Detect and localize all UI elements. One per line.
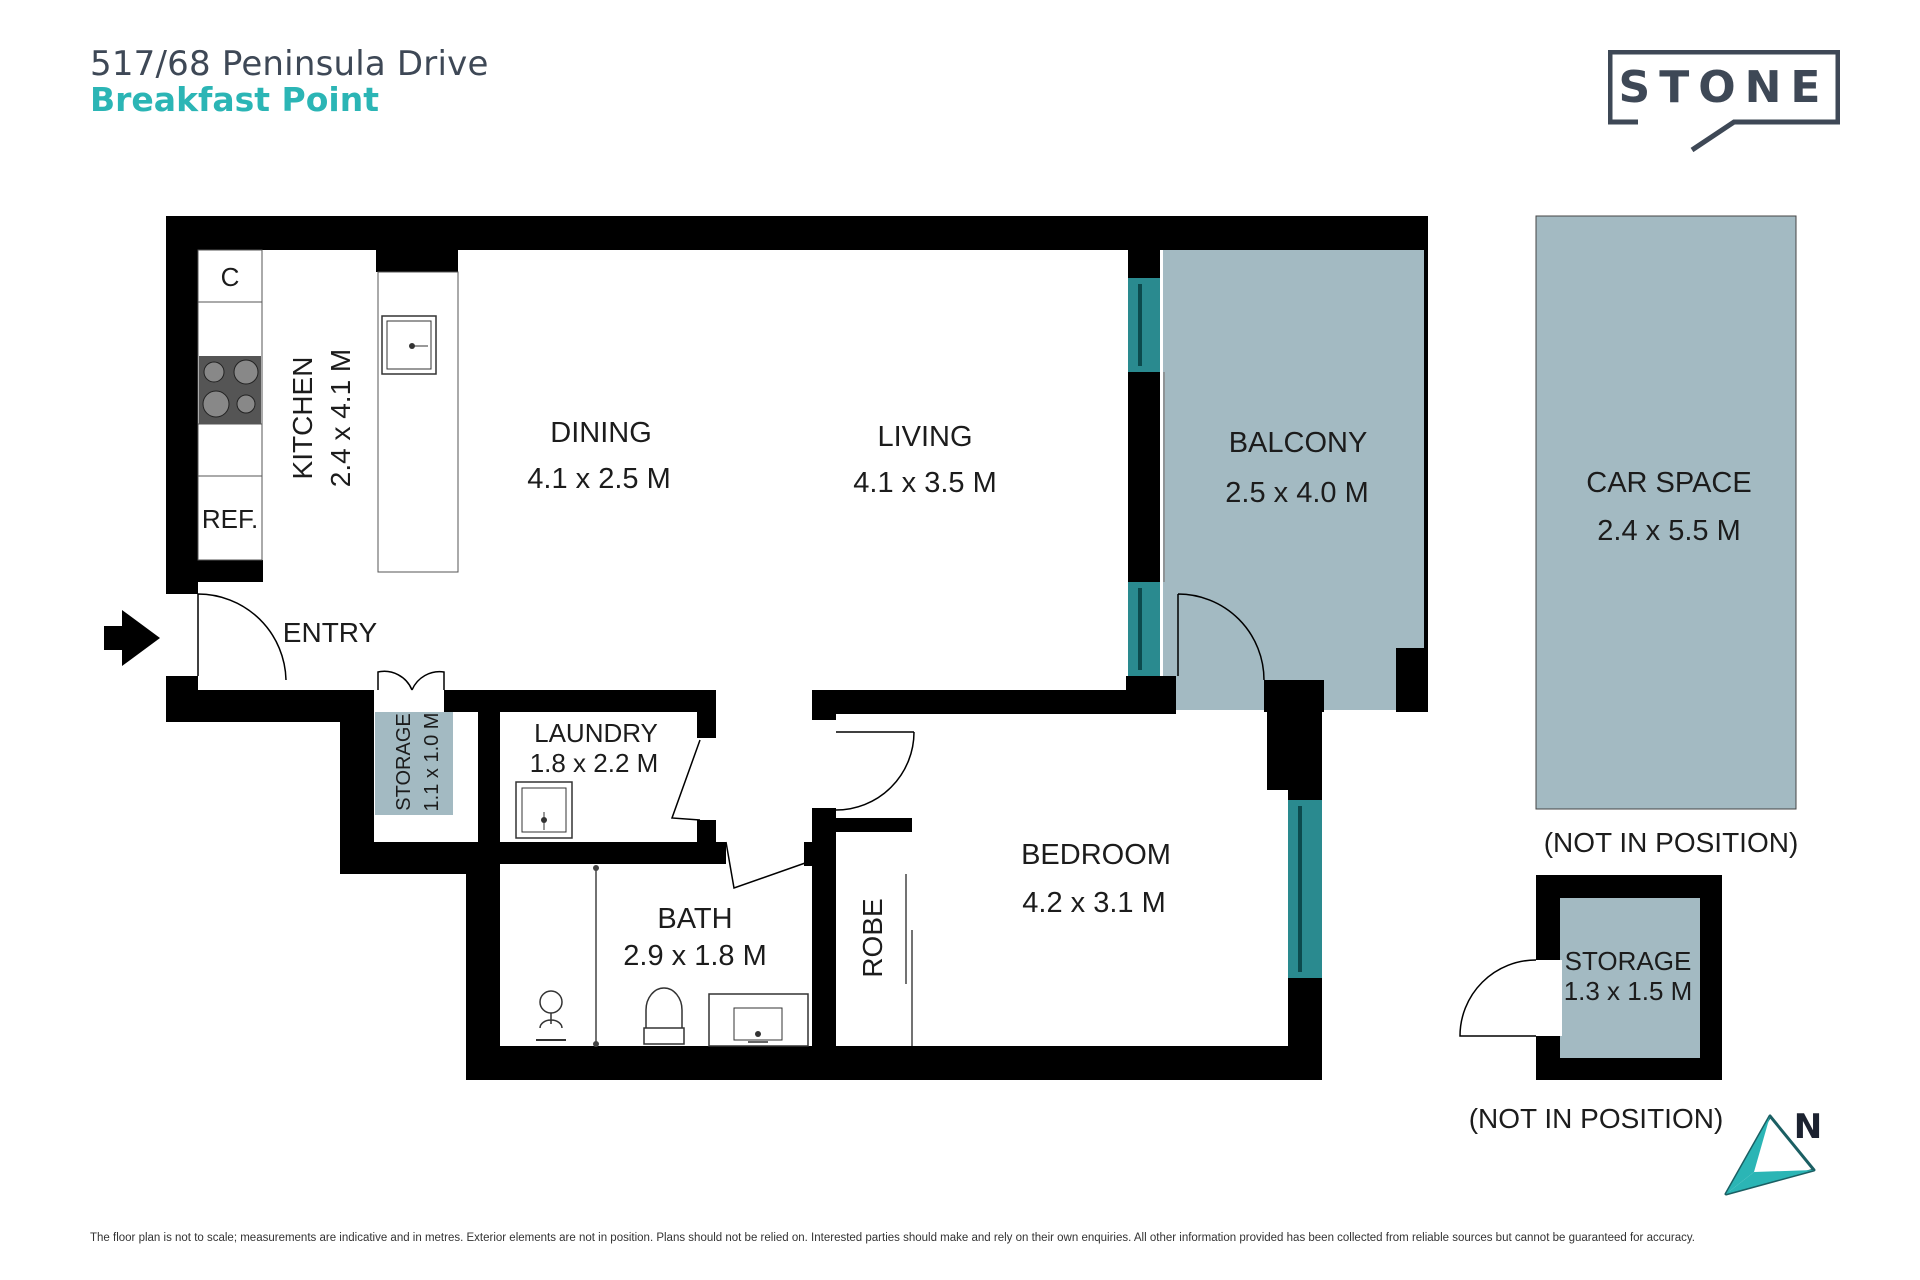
balcony-name: BALCONY [1229, 427, 1368, 459]
entry-door [197, 593, 287, 681]
stone-logo: STONE [1608, 50, 1840, 153]
internal-storage-area [375, 712, 453, 815]
living-size: 4.1 x 3.5 M [853, 467, 996, 499]
kitchen-sink-icon [381, 315, 437, 375]
balcony-door [1177, 593, 1265, 681]
dining-size: 4.1 x 2.5 M [527, 463, 670, 495]
toilet-icon [643, 987, 685, 1045]
car-space-area [1535, 215, 1797, 810]
north-compass-icon: N [1724, 1107, 1822, 1196]
external-storage-door [1459, 959, 1537, 1037]
laundry-tub-icon [515, 781, 573, 839]
vanity-icon [708, 993, 809, 1047]
car-space-note: (NOT IN POSITION) [1544, 827, 1799, 858]
shower-head-icon [536, 990, 566, 1041]
laundry-name: LAUNDRY [534, 718, 658, 748]
cupboard-label: C [221, 262, 240, 292]
entry-arrow-icon [104, 610, 160, 666]
property-suburb: Breakfast Point [90, 80, 379, 119]
bath-door [725, 841, 809, 890]
walls [166, 216, 1428, 1080]
refrigerator-label: REF. [202, 504, 258, 534]
bedroom-door [835, 731, 915, 811]
storage-external-note: (NOT IN POSITION) [1469, 1103, 1724, 1134]
storage-internal-name: STORAGE [393, 713, 415, 810]
kitchen-size: 2.4 x 4.1 M [325, 349, 356, 488]
living-name: LIVING [877, 421, 972, 453]
cooktop-icon [199, 356, 261, 424]
property-address: 517/68 Peninsula Drive [90, 44, 489, 84]
dining-name: DINING [550, 417, 652, 449]
disclaimer-text: The floor plan is not to scale; measurem… [90, 1232, 1695, 1244]
window-living-top [1128, 278, 1160, 372]
balcony-area [1163, 250, 1426, 710]
bath-size: 2.9 x 1.8 M [623, 940, 766, 972]
bedroom-name: BEDROOM [1021, 839, 1171, 871]
logo-text: STONE [1619, 62, 1830, 113]
car-space-name: CAR SPACE [1586, 467, 1751, 499]
laundry-door [670, 739, 701, 821]
external-storage-area [1560, 898, 1700, 1058]
bedroom-size: 4.2 x 3.1 M [1022, 887, 1165, 919]
bath-name: BATH [657, 903, 732, 935]
balcony-size: 2.5 x 4.0 M [1225, 477, 1368, 509]
kitchen-name: KITCHEN [287, 357, 318, 480]
window-bedroom [1288, 800, 1322, 978]
storage-internal-size: 1.1 x 1.0 M [421, 713, 443, 812]
robe-label: ROBE [857, 898, 888, 977]
compass-label: N [1794, 1107, 1822, 1147]
storage-external-name: STORAGE [1565, 946, 1692, 976]
car-space-size: 2.4 x 5.5 M [1597, 515, 1740, 547]
storage-door [377, 670, 445, 691]
laundry-size: 1.8 x 2.2 M [530, 748, 659, 778]
storage-external-size: 1.3 x 1.5 M [1564, 976, 1693, 1006]
entry-label: ENTRY [283, 617, 378, 648]
window-living-bottom [1128, 582, 1160, 676]
